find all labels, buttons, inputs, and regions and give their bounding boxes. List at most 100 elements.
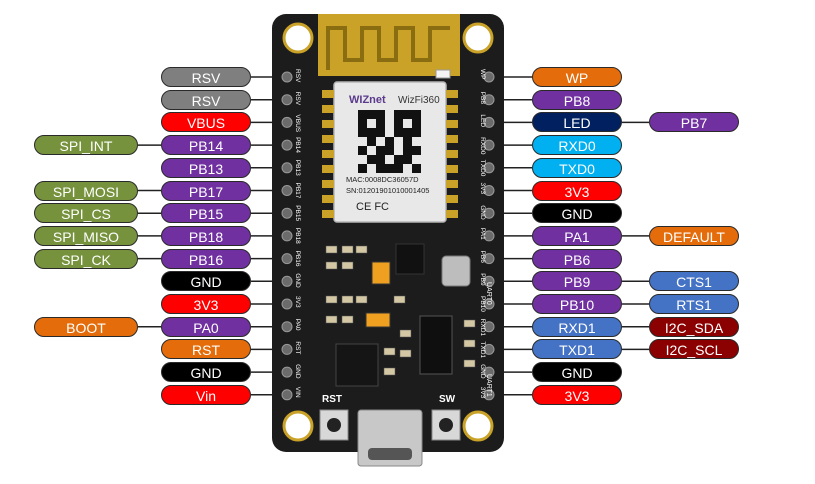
header-hole bbox=[281, 116, 293, 128]
qr-cell bbox=[394, 155, 403, 164]
right-pin-label: PA1 bbox=[532, 225, 622, 246]
left-pin-label: PB18 bbox=[161, 225, 251, 246]
silk-pin-name: PB8 bbox=[479, 92, 486, 105]
left-pin-label: GND bbox=[161, 362, 251, 383]
header-hole bbox=[483, 321, 495, 333]
header-hole bbox=[483, 94, 495, 106]
cert-marks: CE FC bbox=[356, 201, 389, 213]
header-hole bbox=[281, 253, 293, 265]
header-hole bbox=[281, 139, 293, 151]
left-pin-label: PB17 bbox=[161, 180, 251, 201]
silk-pin-name: LED bbox=[479, 114, 486, 127]
smd-component bbox=[355, 245, 368, 254]
right-pin-label: WP bbox=[532, 67, 622, 87]
smd-component bbox=[341, 295, 354, 304]
usb-uart-chip bbox=[335, 343, 379, 387]
tantalum-capacitor bbox=[371, 261, 391, 285]
module-name: WizFi360 bbox=[398, 95, 440, 106]
sw-button-cap bbox=[439, 418, 453, 432]
header-hole bbox=[281, 321, 293, 333]
module-brand: WIZnet bbox=[349, 94, 386, 106]
header-hole bbox=[281, 366, 293, 378]
left-function-label: SPI_CK bbox=[34, 248, 138, 269]
header-hole bbox=[281, 230, 293, 242]
qr-cell bbox=[367, 155, 376, 164]
right-pin-label: 3V3 bbox=[532, 180, 622, 201]
qr-cell bbox=[412, 128, 421, 137]
qr-cell bbox=[403, 137, 412, 146]
header-hole bbox=[483, 71, 495, 83]
left-function-label: SPI_CS bbox=[34, 203, 138, 224]
module-pad-right bbox=[446, 150, 458, 158]
mounting-hole-bottom-right bbox=[462, 410, 494, 442]
header-hole bbox=[483, 275, 495, 287]
right-function-label: I2C_SDA bbox=[649, 316, 739, 337]
right-pin-label: LED bbox=[532, 112, 622, 133]
header-hole bbox=[281, 298, 293, 310]
module-pad-left bbox=[322, 180, 334, 188]
right-function-label: PB7 bbox=[649, 112, 739, 133]
silk-pin-name: WP bbox=[479, 69, 486, 79]
qr-cell bbox=[376, 128, 385, 137]
qr-cell bbox=[385, 164, 394, 173]
left-function-label: SPI_MOSI bbox=[34, 180, 138, 201]
qr-cell bbox=[367, 137, 376, 146]
header-hole bbox=[483, 116, 495, 128]
left-pin-label: RSV bbox=[161, 67, 251, 87]
right-function-label: CTS1 bbox=[649, 271, 739, 292]
silk-pin-name: 3V3 bbox=[294, 296, 301, 308]
silk-pin-name: GND bbox=[294, 273, 301, 288]
qr-cell bbox=[394, 110, 403, 119]
right-function-label: RTS1 bbox=[649, 294, 739, 314]
module-pad-left bbox=[322, 195, 334, 203]
smd-component bbox=[325, 295, 338, 304]
qr-code bbox=[358, 110, 421, 173]
right-pin-label: TXD1 bbox=[532, 339, 622, 360]
qr-cell bbox=[358, 110, 367, 119]
qr-cell bbox=[376, 155, 385, 164]
header-hole bbox=[281, 275, 293, 287]
silk-pin-name: RST bbox=[294, 341, 301, 354]
module-pad-left bbox=[322, 105, 334, 113]
right-pin-label: TXD0 bbox=[532, 157, 622, 178]
switch-ic bbox=[419, 315, 453, 375]
silk-pin-name: PB15 bbox=[294, 205, 301, 221]
left-pin-label: GND bbox=[161, 271, 251, 292]
header-hole bbox=[281, 389, 293, 401]
header-hole bbox=[483, 230, 495, 242]
qr-cell bbox=[358, 164, 367, 173]
smd-component bbox=[325, 245, 338, 254]
module-pad-right bbox=[446, 210, 458, 218]
mounting-hole-bottom-left bbox=[282, 410, 314, 442]
left-function-label: BOOT bbox=[34, 316, 138, 337]
qr-cell bbox=[394, 164, 403, 173]
qr-cell bbox=[376, 119, 385, 128]
smd-component bbox=[325, 315, 338, 324]
right-pin-label: PB10 bbox=[532, 294, 622, 314]
header-hole bbox=[483, 185, 495, 196]
module-pad-left bbox=[322, 120, 334, 128]
silk-pin-name: GND bbox=[479, 205, 486, 220]
smd-component bbox=[383, 367, 396, 376]
smd-component bbox=[463, 359, 476, 368]
silk-pin-name: TXD0 bbox=[479, 160, 486, 177]
qr-cell bbox=[358, 128, 367, 137]
smd-component bbox=[399, 349, 412, 358]
left-pin-label: Vin bbox=[161, 384, 251, 405]
right-pin-label: PB6 bbox=[532, 248, 622, 269]
left-pin-label: VBUS bbox=[161, 112, 251, 133]
silk-pin-name: PA1 bbox=[479, 228, 486, 240]
left-pin-label: PB16 bbox=[161, 248, 251, 269]
module-pad-right bbox=[446, 165, 458, 173]
right-pin-label: PB9 bbox=[532, 271, 622, 292]
header-hole bbox=[281, 207, 293, 219]
header-hole bbox=[483, 139, 495, 151]
silk-pin-name: VIN bbox=[294, 387, 301, 398]
silk-pin-name: PB14 bbox=[294, 137, 301, 153]
qr-cell bbox=[403, 128, 412, 137]
left-function-label: SPI_INT bbox=[34, 135, 138, 156]
silk-pin-name: RSV bbox=[294, 69, 301, 83]
rst-button-cap bbox=[327, 418, 341, 432]
